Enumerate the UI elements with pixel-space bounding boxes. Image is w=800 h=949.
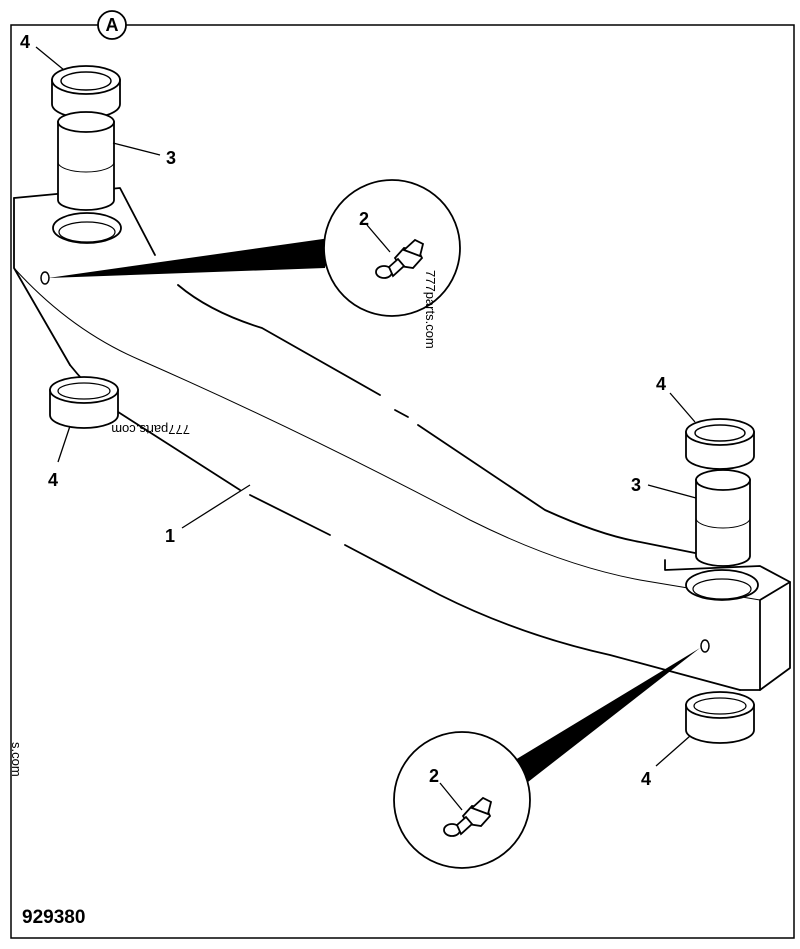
seal-top-left <box>51 65 121 119</box>
pin-right <box>695 469 751 567</box>
callout-grease-nipple-top: 2 <box>359 209 369 229</box>
figure-number: 929380 <box>22 907 85 928</box>
grease-hole-left <box>40 271 50 285</box>
pin-top-left <box>57 111 115 211</box>
grease-nipple-top <box>375 238 425 279</box>
drawing-frame <box>10 24 795 939</box>
callout-pin-right: 3 <box>631 475 641 495</box>
view-marker: A <box>97 10 127 40</box>
detail-bubble-bottom <box>393 648 700 869</box>
seal-bottom-right <box>685 691 755 744</box>
watermark-edge: s.com <box>9 742 24 777</box>
callout-seal-top-right: 4 <box>656 374 666 394</box>
callout-seal-bottom-right: 4 <box>641 769 651 789</box>
grease-nipple-bottom <box>443 796 493 837</box>
callout-pin-top-left: 3 <box>166 148 176 168</box>
callout-beam: 1 <box>165 526 175 546</box>
left-bore <box>52 212 122 244</box>
seal-bottom-left <box>49 376 119 429</box>
callout-seal-top-left: 4 <box>20 32 30 52</box>
callout-grease-nipple-bottom: 2 <box>429 766 439 786</box>
seal-top-right <box>685 418 755 470</box>
grease-hole-right <box>700 639 710 653</box>
watermark-vertical: 777parts.com <box>423 270 438 349</box>
right-bore <box>685 569 759 601</box>
view-marker-label: A <box>106 15 119 35</box>
callout-seal-bottom-left: 4 <box>48 470 58 490</box>
detail-bubble-top <box>48 179 461 317</box>
leader-lines <box>35 46 697 811</box>
watermark-rotated: 777parts.com <box>111 422 190 437</box>
